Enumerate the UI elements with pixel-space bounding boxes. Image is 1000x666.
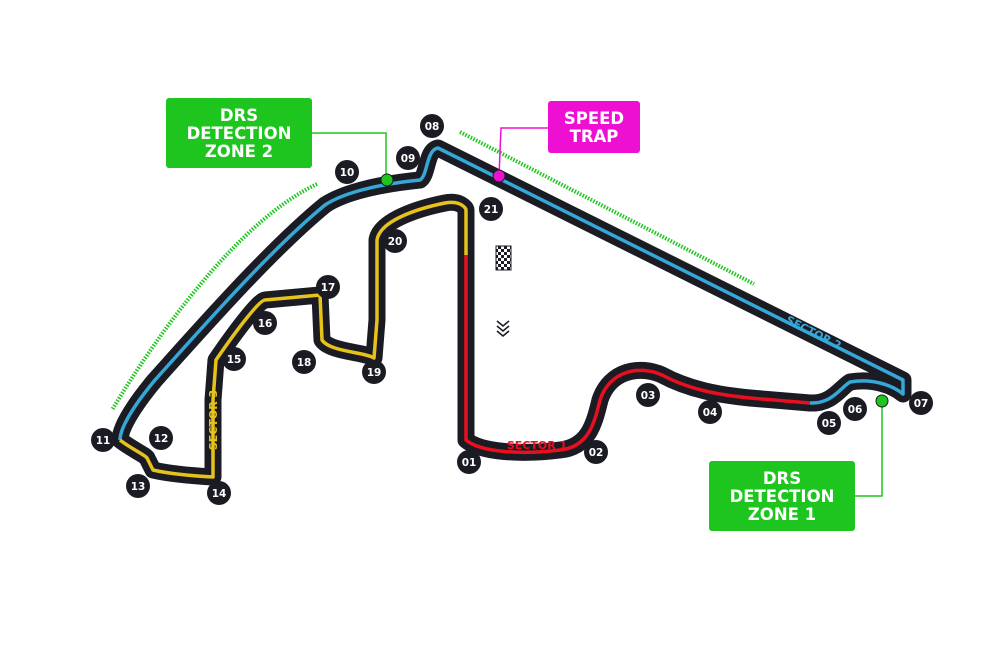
turn-marker-05[interactable]: 05 (817, 411, 841, 435)
track-outline (111, 139, 912, 486)
turn-marker-06[interactable]: 06 (843, 397, 867, 421)
sector-3-line (118, 200, 468, 479)
drs-detection-zone-1-callout: DRS DETECTION ZONE 1 (709, 461, 855, 531)
callout-line: ZONE 2 (205, 142, 273, 161)
turn-marker-03[interactable]: 03 (636, 383, 660, 407)
turn-marker-21[interactable]: 21 (479, 197, 503, 221)
turn-marker-01[interactable]: 01 (457, 450, 481, 474)
turn-number: 08 (425, 121, 440, 133)
callout-line: SPEED (564, 109, 624, 128)
turn-marker-11[interactable]: 11 (91, 428, 115, 452)
turn-marker-14[interactable]: 14 (207, 481, 231, 505)
drs-detection-point-icon (380, 173, 394, 187)
turn-marker-10[interactable]: 10 (335, 160, 359, 184)
turn-marker-19[interactable]: 19 (362, 360, 386, 384)
callout-line: ZONE 1 (748, 505, 816, 524)
turn-number: 19 (367, 367, 382, 379)
turn-number: 21 (484, 204, 499, 216)
turn-marker-08[interactable]: 08 (420, 114, 444, 138)
turn-number: 04 (703, 407, 718, 419)
callout-line: DETECTION (187, 124, 292, 143)
turn-number: 20 (388, 236, 403, 248)
sector-1-line (464, 255, 811, 455)
turn-marker-15[interactable]: 15 (222, 347, 246, 371)
callout-line: DRS (220, 106, 258, 125)
turn-number: 07 (914, 398, 929, 410)
turn-number: 14 (212, 488, 227, 500)
turn-marker-12[interactable]: 12 (149, 426, 173, 450)
turn-marker-13[interactable]: 13 (126, 474, 150, 498)
turn-number: 16 (258, 318, 273, 330)
turn-marker-07[interactable]: 07 (909, 391, 933, 415)
drs-zone-1-leader (855, 401, 883, 497)
speed-trap-callout: SPEED TRAP (548, 101, 640, 153)
direction-chevrons-icon (496, 320, 510, 338)
sector-2-line (118, 146, 905, 441)
turn-number: 01 (462, 457, 477, 469)
sector-3-label: SECTOR 3 (207, 390, 220, 450)
turn-number: 15 (227, 354, 242, 366)
turn-number: 18 (297, 357, 312, 369)
checkered-flag-icon (495, 245, 512, 271)
callout-line: DETECTION (730, 487, 835, 506)
turn-number: 05 (822, 418, 837, 430)
turn-marker-17[interactable]: 17 (316, 275, 340, 299)
sector-1-label: SECTOR 1 (507, 439, 567, 452)
drs-zone-2-leader (312, 132, 387, 180)
turn-number: 03 (641, 390, 656, 402)
turn-marker-02[interactable]: 02 (584, 440, 608, 464)
turn-number: 02 (589, 447, 604, 459)
turn-marker-09[interactable]: 09 (396, 146, 420, 170)
drs-detection-point-icon (875, 394, 889, 408)
drs-detection-zone-2-callout: DRS DETECTION ZONE 2 (166, 98, 312, 168)
turn-number: 12 (154, 433, 169, 445)
speed-trap-leader (498, 127, 548, 177)
turn-marker-04[interactable]: 04 (698, 400, 722, 424)
turn-number: 13 (131, 481, 146, 493)
drs-zone-line-back-straight (110, 182, 318, 412)
turn-marker-16[interactable]: 16 (253, 311, 277, 335)
turn-number: 10 (340, 167, 355, 179)
turn-marker-18[interactable]: 18 (292, 350, 316, 374)
callout-line: DRS (763, 469, 801, 488)
turn-marker-20[interactable]: 20 (383, 229, 407, 253)
turn-number: 17 (321, 282, 336, 294)
drs-zone-line-main-straight (459, 130, 755, 286)
speed-trap-point-icon (492, 169, 506, 183)
turn-number: 09 (401, 153, 416, 165)
callout-line: TRAP (570, 127, 619, 146)
turn-number: 06 (848, 404, 863, 416)
turn-number: 11 (96, 435, 111, 447)
